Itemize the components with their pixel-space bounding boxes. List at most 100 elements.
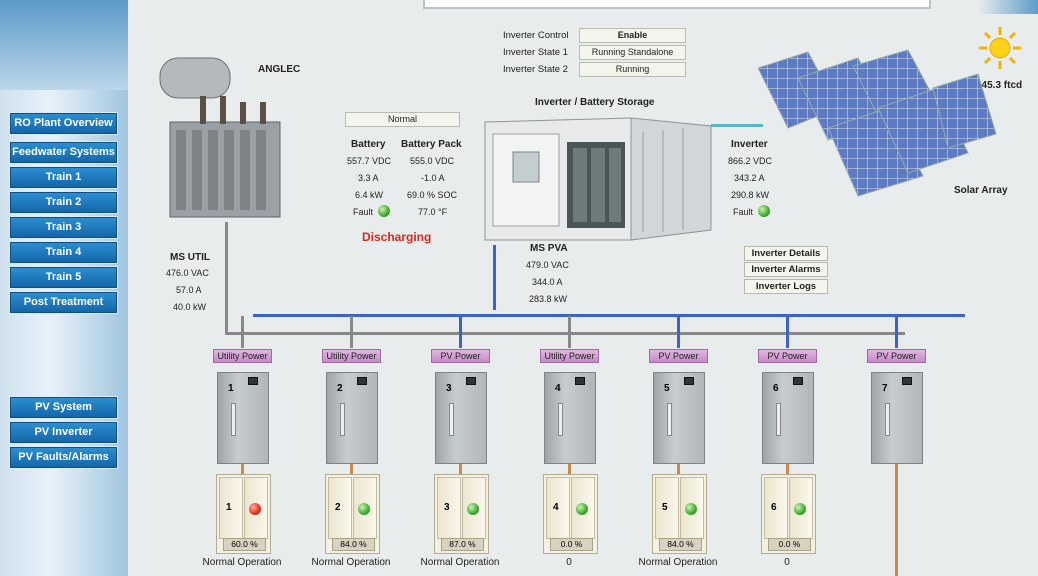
ms-util-voltage: 476.0 VAC <box>166 268 209 278</box>
cabinet-display-icon <box>248 377 258 385</box>
nav-pv-faults-alarms[interactable]: PV Faults/Alarms <box>10 447 117 468</box>
train-cabinet[interactable]: 1 <box>217 372 269 464</box>
battery-fault-indicator-icon <box>378 205 390 217</box>
inverter-control-value: Enable <box>579 28 686 43</box>
train-cabinet[interactable]: 7 <box>871 372 923 464</box>
train-feeder-line <box>677 316 680 348</box>
cabinet-handle-icon <box>340 403 345 436</box>
unit-panel-left <box>764 477 788 539</box>
train-percent: 87.0 % <box>441 538 484 551</box>
cabinet-cable <box>568 464 571 476</box>
train-power-source-label: PV Power <box>431 349 490 363</box>
train-status: Normal Operation <box>420 557 500 568</box>
ms-util-title: MS UTIL <box>170 252 210 263</box>
train-fault-indicator-icon <box>249 503 261 515</box>
train-cabinet[interactable]: 2 <box>326 372 378 464</box>
sun-icon <box>979 27 1021 69</box>
train-cabinet[interactable]: 4 <box>544 372 596 464</box>
nav-train-2[interactable]: Train 2 <box>10 192 117 213</box>
unit-panel-left <box>655 477 679 539</box>
pack-voltage: 555.0 VDC <box>410 156 455 166</box>
sidebar-header <box>0 0 128 90</box>
train-unit[interactable]: 3 87.0 % <box>434 474 489 554</box>
train-percent: 0.0 % <box>768 538 811 551</box>
train-unit[interactable]: 6 0.0 % <box>761 474 816 554</box>
train-fault-indicator-icon <box>467 503 479 515</box>
train-status: Normal Operation <box>202 557 282 568</box>
train-percent: 0.0 % <box>550 538 593 551</box>
nav-pv-system-overview[interactable]: PV System Overview <box>10 397 117 432</box>
train-cabinet-number: 3 <box>446 383 452 394</box>
train-fault-indicator-icon <box>794 503 806 515</box>
cabinet-cable <box>895 464 898 476</box>
cabinet-cable <box>350 464 353 476</box>
unit-panel-left <box>546 477 570 539</box>
nav-train-5[interactable]: Train 5 <box>10 267 117 288</box>
cabinet-display-icon <box>466 377 476 385</box>
unit-panel-right <box>244 477 268 539</box>
train-unit-number: 6 <box>771 502 777 513</box>
train-percent: 84.0 % <box>659 538 702 551</box>
nav-ro-plant-overview[interactable]: RO Plant Overview <box>10 113 117 134</box>
train-cabinet-number: 2 <box>337 383 343 394</box>
pack-soc: 69.0 % SOC <box>407 190 458 200</box>
ms-util-current: 57.0 A <box>176 285 202 295</box>
train-unit-number: 4 <box>553 502 559 513</box>
battery-pack-title: Battery Pack <box>401 139 462 150</box>
cabinet-display-icon <box>357 377 367 385</box>
battery-current: 3.3 A <box>358 173 379 183</box>
inverter-logs-button[interactable]: Inverter Logs <box>744 279 828 294</box>
storage-title: Inverter / Battery Storage <box>535 97 655 108</box>
train-cabinet[interactable]: 6 <box>762 372 814 464</box>
train-feeder-line <box>895 316 898 348</box>
train-cabinet[interactable]: 3 <box>435 372 487 464</box>
nav-post-treatment[interactable]: Post Treatment <box>10 292 117 313</box>
cabinet-cable <box>459 464 462 476</box>
inverter-fault-indicator-icon <box>758 205 770 217</box>
train-fault-indicator-icon <box>685 503 697 515</box>
unit-panel-left <box>328 477 352 539</box>
train-unit[interactable]: 4 0.0 % <box>543 474 598 554</box>
cabinet-handle-icon <box>231 403 236 436</box>
cabinet-display-icon <box>684 377 694 385</box>
nav-train-4[interactable]: Train 4 <box>10 242 117 263</box>
inverter-state1-label: Inverter State 1 <box>503 47 568 58</box>
cabinet-cable <box>786 464 789 476</box>
cabinet-handle-icon <box>776 403 781 436</box>
train-cabinet-number: 4 <box>555 383 561 394</box>
train-unit[interactable]: 5 84.0 % <box>652 474 707 554</box>
train-unit-number: 3 <box>444 502 450 513</box>
cabinet-cable <box>677 464 680 476</box>
train-power-source-label: PV Power <box>649 349 708 363</box>
inverter-state1-value: Running Standalone <box>579 45 686 60</box>
inverter-voltage: 866.2 VDC <box>728 156 773 166</box>
inverter-state2-value: Running <box>579 62 686 77</box>
top-bar <box>423 0 931 9</box>
train-feeder-line <box>459 316 462 348</box>
nav-pv-inverter[interactable]: PV Inverter <box>10 422 117 443</box>
ms-pva-voltage: 479.0 VAC <box>526 260 569 270</box>
cabinet-cable <box>895 474 898 576</box>
inverter-details-button[interactable]: Inverter Details <box>744 246 828 261</box>
train-unit[interactable]: 1 60.0 % <box>216 474 271 554</box>
train-cabinet-number: 1 <box>228 383 234 394</box>
inverter-control-label: Inverter Control <box>503 30 569 41</box>
irradiance-value: 245.3 ftcd <box>976 80 1023 91</box>
train-cabinet-number: 6 <box>773 383 779 394</box>
train-unit[interactable]: 2 84.0 % <box>325 474 380 554</box>
inverter-alarms-button[interactable]: Inverter Alarms <box>744 262 828 277</box>
cabinet-display-icon <box>793 377 803 385</box>
cabinet-handle-icon <box>449 403 454 436</box>
transformer-icon <box>159 57 281 218</box>
pack-current: -1.0 A <box>421 173 445 183</box>
ms-pva-title: MS PVA <box>530 243 568 254</box>
train-unit-number: 5 <box>662 502 668 513</box>
nav-feedwater-systems[interactable]: Feedwater Systems <box>10 142 117 163</box>
cabinet-display-icon <box>575 377 585 385</box>
nav-train-1[interactable]: Train 1 <box>10 167 117 188</box>
nav-train-3[interactable]: Train 3 <box>10 217 117 238</box>
train-feeder-line <box>568 316 571 348</box>
ms-pva-feeder <box>493 245 496 310</box>
train-cabinet[interactable]: 5 <box>653 372 705 464</box>
main-diagram: Inverter Control Enable Inverter State 1… <box>128 0 1038 576</box>
